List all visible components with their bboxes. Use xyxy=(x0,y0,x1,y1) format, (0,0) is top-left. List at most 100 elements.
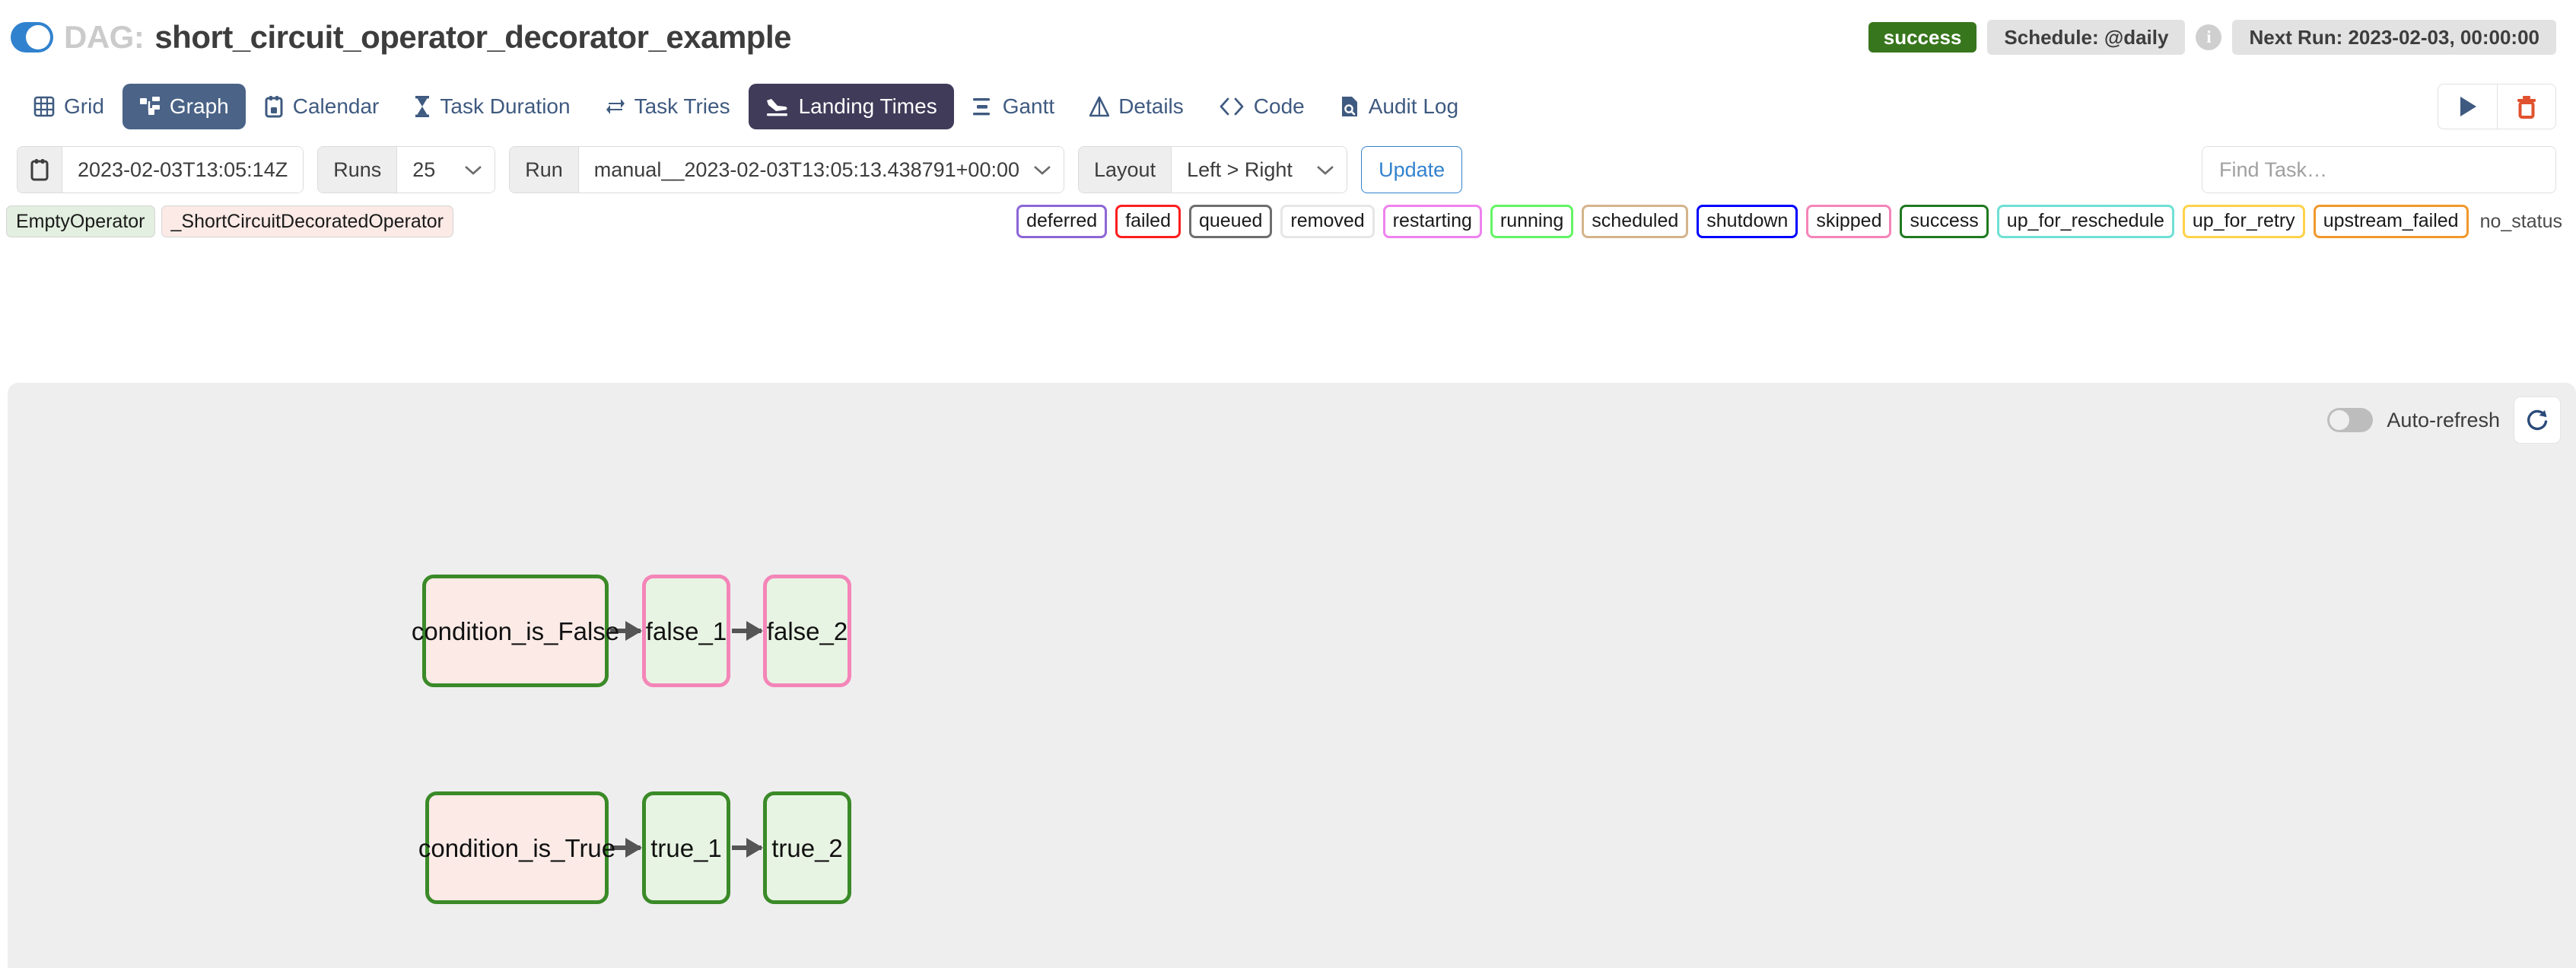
toggle-knob xyxy=(2330,410,2350,430)
chevron-down-icon xyxy=(1316,164,1334,175)
layout-group: Layout Left > Right xyxy=(1078,146,1348,193)
run-value: manual__2023-02-03T13:05:13.438791+00:00 xyxy=(593,158,1019,181)
edge-arrowhead xyxy=(625,838,642,858)
trigger-dag-button[interactable] xyxy=(2438,84,2497,129)
landing-plane-icon xyxy=(765,96,790,117)
schedule-badge: Schedule: @daily xyxy=(1987,20,2186,55)
triangle-icon xyxy=(1089,96,1110,117)
edge-arrowhead xyxy=(746,621,763,641)
operator-legend: EmptyOperator_ShortCircuitDecoratedOpera… xyxy=(6,205,454,237)
auto-refresh-toggle[interactable] xyxy=(2327,408,2374,432)
run-label: Run xyxy=(510,147,579,193)
task-node-false_2[interactable]: false_2 xyxy=(763,575,851,687)
status-badge: success xyxy=(1868,22,1977,53)
layout-value: Left > Right xyxy=(1187,158,1293,181)
status-legend-removed[interactable]: removed xyxy=(1280,205,1375,238)
layout-select[interactable]: Left > Right xyxy=(1172,147,1347,193)
tab-audit-log[interactable]: Audit Log xyxy=(1323,84,1475,129)
status-legend-up_for_retry[interactable]: up_for_retry xyxy=(2182,205,2305,238)
status-legend-shutdown[interactable]: shutdown xyxy=(1697,205,1798,238)
tab-label: Code xyxy=(1253,94,1305,118)
edge-arrowhead xyxy=(625,621,642,641)
tab-label: Task Duration xyxy=(440,94,571,118)
auto-refresh-label: Auto-refresh xyxy=(2387,408,2500,431)
next-run-badge: Next Run: 2023-02-03, 00:00:00 xyxy=(2232,20,2556,55)
status-legend-success[interactable]: success xyxy=(1900,205,1989,238)
tab-code[interactable]: Code xyxy=(1202,84,1321,129)
tab-label: Task Tries xyxy=(634,94,730,118)
graph-icon xyxy=(139,96,161,117)
status-legend-restarting[interactable]: restarting xyxy=(1382,205,1482,238)
page-header: DAG: short_circuit_operator_decorator_ex… xyxy=(0,0,2576,75)
refresh-icon xyxy=(2527,409,2548,431)
dag-label: DAG: xyxy=(64,19,145,55)
tab-task-tries[interactable]: Task Tries xyxy=(589,84,747,129)
status-legend-failed[interactable]: failed xyxy=(1115,205,1181,238)
code-icon xyxy=(1219,97,1245,116)
tab-grid[interactable]: Grid xyxy=(17,84,121,129)
status-legend-scheduled[interactable]: scheduled xyxy=(1582,205,1689,238)
refresh-button[interactable] xyxy=(2514,396,2561,444)
graph-control-bar: 2023-02-03T13:05:14Z Runs 25 Run manual_… xyxy=(0,139,2576,201)
layout-label: Layout xyxy=(1079,147,1172,193)
toggle-knob xyxy=(26,25,50,49)
hourglass-icon xyxy=(414,95,431,118)
tab-graph[interactable]: Graph xyxy=(122,84,246,129)
run-select[interactable]: manual__2023-02-03T13:05:13.438791+00:00 xyxy=(578,147,1064,193)
view-tabs-row: Grid Graph Calendar Task Duration Task Tries… xyxy=(0,75,2576,139)
tab-landing-times[interactable]: Landing Times xyxy=(748,84,954,129)
gantt-icon xyxy=(972,97,994,116)
delete-dag-button[interactable] xyxy=(2497,84,2556,129)
tab-label: Graph xyxy=(169,94,229,118)
header-badges: success Schedule: @daily i Next Run: 202… xyxy=(1868,20,2556,55)
update-button[interactable]: Update xyxy=(1361,146,1463,193)
num-runs-select[interactable]: 25 xyxy=(397,147,495,193)
calendar-icon xyxy=(264,95,284,118)
task-node-true_2[interactable]: true_2 xyxy=(763,791,851,904)
status-legend-up_for_reschedule[interactable]: up_for_reschedule xyxy=(1996,205,2174,238)
tab-label: Calendar xyxy=(292,94,380,118)
chevron-down-icon xyxy=(1033,164,1051,175)
tab-label: Details xyxy=(1118,94,1184,118)
task-node-false_1[interactable]: false_1 xyxy=(642,575,730,687)
info-icon[interactable]: i xyxy=(2196,24,2222,50)
tab-gantt[interactable]: Gantt xyxy=(956,84,1071,129)
tab-task-duration[interactable]: Task Duration xyxy=(397,84,587,129)
status-legend-skipped[interactable]: skipped xyxy=(1806,205,1892,238)
dag-graph: condition_is_False false_1 false_2 conditio… xyxy=(8,383,2576,968)
canvas-tools: Auto-refresh xyxy=(2327,396,2561,444)
status-legend-upstream_failed[interactable]: upstream_failed xyxy=(2313,205,2469,238)
view-tabs: Grid Graph Calendar Task Duration Task Tries… xyxy=(17,84,1475,129)
tab-details[interactable]: Details xyxy=(1073,84,1201,129)
retry-icon xyxy=(606,96,625,117)
task-node-true_1[interactable]: true_1 xyxy=(642,791,730,904)
tab-calendar[interactable]: Calendar xyxy=(247,84,396,129)
num-runs-value: 25 xyxy=(412,158,436,181)
num-runs-group: Runs 25 xyxy=(317,146,496,193)
audit-log-icon xyxy=(1340,95,1360,118)
find-task-input[interactable]: Find Task… xyxy=(2202,146,2556,193)
tab-label: Grid xyxy=(64,94,104,118)
tab-label: Audit Log xyxy=(1368,94,1459,118)
num-runs-label: Runs xyxy=(318,147,398,193)
graph-canvas[interactable]: Auto-refresh condition_is_False false_1 fa… xyxy=(8,383,2576,968)
chevron-down-icon xyxy=(464,164,482,175)
task-node-condition_is_True[interactable]: condition_is_True xyxy=(418,791,615,904)
legend-row: EmptyOperator_ShortCircuitDecoratedOpera… xyxy=(0,201,2576,242)
status-legend-no-status[interactable]: no_status xyxy=(2479,210,2562,232)
status-legend-queued[interactable]: queued xyxy=(1188,205,1273,238)
status-legend-deferred[interactable]: deferred xyxy=(1016,205,1108,238)
task-node-condition_is_False[interactable]: condition_is_False xyxy=(412,575,619,687)
execution-date-group: 2023-02-03T13:05:14Z xyxy=(17,146,304,193)
operator-legend-chip: EmptyOperator xyxy=(6,205,155,237)
status-legend-running[interactable]: running xyxy=(1490,205,1574,238)
dag-pause-toggle[interactable] xyxy=(11,22,53,53)
grid-icon xyxy=(33,96,55,117)
page-title: short_circuit_operator_decorator_example xyxy=(154,19,791,55)
edge-arrowhead xyxy=(746,838,763,858)
execution-date-input[interactable]: 2023-02-03T13:05:14Z xyxy=(62,147,304,193)
run-select-group: Run manual__2023-02-03T13:05:13.438791+0… xyxy=(509,146,1064,193)
operator-legend-chip: _ShortCircuitDecoratedOperator xyxy=(161,205,454,237)
tab-label: Gantt xyxy=(1002,94,1055,118)
